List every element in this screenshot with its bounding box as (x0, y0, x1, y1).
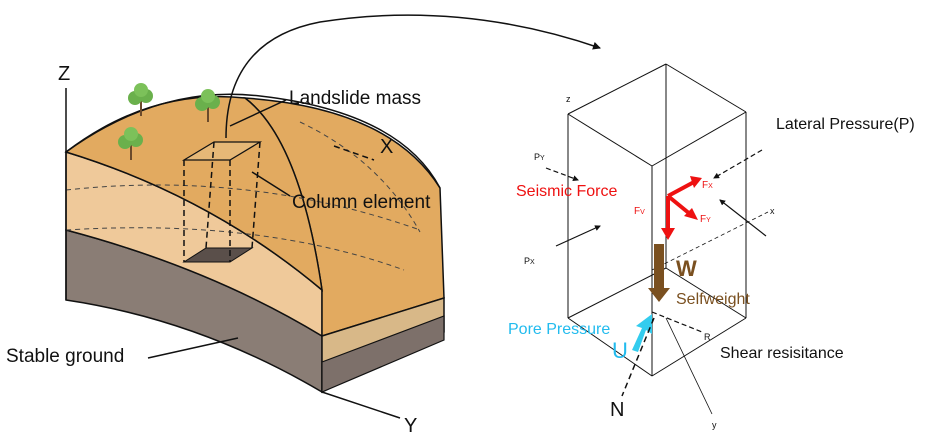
label-fy: FY (700, 214, 711, 225)
tree-icon (128, 83, 153, 116)
landslide-block (64, 93, 445, 394)
right-y-axis-line (665, 317, 713, 415)
tree-icon (118, 127, 143, 160)
dome-edge (65, 93, 441, 189)
label-n: N (610, 399, 624, 421)
dashed-slip-surface (65, 227, 405, 271)
selfweight-arrow (648, 244, 670, 302)
stable-ground-side (321, 315, 445, 393)
left-axis-x-label: X (380, 136, 393, 158)
x-axis-line (333, 145, 375, 161)
dashed-back-edge (299, 121, 421, 233)
label-lateral-pressure: Lateral Pressure(P) (776, 116, 915, 133)
label-stable-ground: Stable ground (6, 346, 124, 367)
py-arrow (545, 167, 579, 182)
label-u: U (612, 338, 628, 363)
left-axis-y-label: Y (404, 415, 417, 437)
lateral-pressure-leader (713, 149, 763, 179)
label-fx: FX (702, 180, 713, 191)
label-fv: FV (634, 206, 645, 217)
left-axis-z-label: Z (58, 63, 70, 85)
label-shear-resistance: Shear resisitance (720, 345, 844, 362)
column-to-detail-arrow (225, 14, 601, 139)
left-axes: Z X Y (58, 63, 417, 437)
px-arrow (555, 225, 601, 247)
right-axis-y-label: y (712, 420, 717, 430)
seismic-force-arrows (661, 176, 702, 240)
right-axis-z-label: z (566, 94, 571, 104)
dashed-mid-surface (65, 184, 421, 231)
right-x-axis-line (651, 211, 769, 271)
shear-resistance-arrow (651, 311, 703, 333)
y-axis-line (321, 391, 401, 419)
label-seismic-force: Seismic Force (516, 183, 617, 200)
label-column-element: Column element (292, 192, 431, 213)
column-bottom-face (182, 247, 254, 263)
column-element (181, 141, 263, 263)
label-px: PX (524, 256, 535, 266)
label-r: R (704, 332, 711, 342)
label-landslide-mass: Landslide mass (289, 88, 421, 109)
label-selfweight: Selfweight (676, 291, 750, 308)
pore-pressure-arrow (632, 314, 652, 352)
normal-force-line (621, 317, 655, 397)
right-axis-x-label: x (770, 206, 775, 216)
back-pressure-arrow (719, 199, 767, 237)
label-py: PY (534, 152, 545, 162)
label-w: W (676, 256, 697, 281)
tree-icon (195, 89, 220, 122)
label-pore-pressure: Pore Pressure (508, 321, 610, 338)
